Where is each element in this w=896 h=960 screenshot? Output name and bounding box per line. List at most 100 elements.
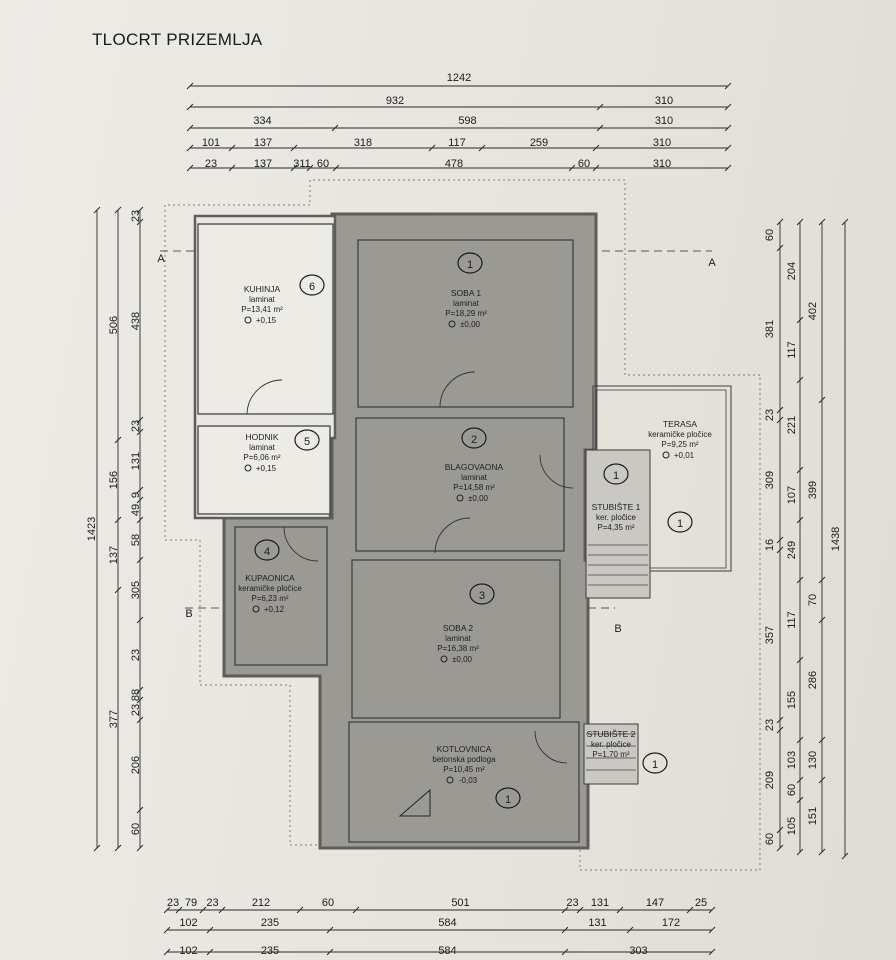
room-number-circle <box>603 463 629 485</box>
top-dim-row5-label: 478 <box>445 158 463 170</box>
right-dim-col3-tick <box>818 616 826 624</box>
boiler-stair <box>398 788 431 817</box>
left-dim-inner-label: 88 <box>130 689 142 701</box>
room-number: 2 <box>471 434 477 446</box>
top-dim-row4-tick <box>186 144 194 152</box>
top-dim-row5-tick <box>332 164 340 172</box>
room-name: STUBIŠTE 1 <box>592 502 641 512</box>
section-a-right: A <box>708 257 716 269</box>
room-name: KOTLOVNICA <box>437 744 492 754</box>
door-swing <box>439 371 476 408</box>
right-dim-col4-tick <box>841 218 849 226</box>
left-dim-inner-label: 23 <box>130 420 142 432</box>
top-dim-row2-tick <box>596 103 604 111</box>
room-number: 1 <box>613 470 619 482</box>
top-dim-row4-tick <box>724 144 732 152</box>
room-level: +0,12 <box>264 605 285 614</box>
room-number-circle <box>667 511 693 533</box>
room-level: +0,15 <box>256 464 277 473</box>
room-number-circle <box>299 274 325 296</box>
left-dim-mid-tick <box>114 516 122 524</box>
right-dim-col3-label: 402 <box>807 302 819 320</box>
right-dim-col1-tick <box>776 406 784 414</box>
top-dim-row5-tick <box>228 164 236 172</box>
hallway-room <box>197 425 331 515</box>
top-dim-row2-tick <box>724 103 732 111</box>
section-a-left: A <box>157 253 165 265</box>
right-dim-col1-tick <box>776 536 784 544</box>
top-dim-row4-label: 310 <box>653 137 671 149</box>
room-number: 3 <box>479 590 485 602</box>
right-dim-col2-label: 117 <box>786 611 798 629</box>
page-title: TLOCRT PRIZEMLJA <box>92 30 263 49</box>
right-dim-col2-tick <box>796 516 804 524</box>
top-dim-row3-tick <box>186 124 194 132</box>
right-dim-col3-label: 286 <box>807 671 819 689</box>
bottom-dim-row1-label: 23 <box>206 897 218 909</box>
bathroom-outline <box>234 526 328 666</box>
bottom-dim-row1-label: 25 <box>695 897 707 909</box>
bottom-dim-row1-tick <box>616 906 624 914</box>
right-dim-col1-label: 23 <box>764 409 776 421</box>
top-dim-row3-tick <box>331 124 339 132</box>
right-dim-col3-tick <box>818 396 826 404</box>
right-dim-col1-tick <box>776 546 784 554</box>
right-dim-col2-label: 60 <box>786 784 798 796</box>
bottom-dim-row1-label: 131 <box>591 897 609 909</box>
top-dim-row5-tick <box>306 164 314 172</box>
right-dim-col1-label: 209 <box>764 771 776 789</box>
room-number-circle <box>457 252 483 274</box>
top-dim-row5-tick <box>592 164 600 172</box>
left-dim-inner-tick <box>136 486 144 494</box>
top-dim-row1-tick <box>186 82 194 90</box>
left-dim-inner-tick <box>136 616 144 624</box>
top-dim-row3-tick <box>724 124 732 132</box>
top-dim-row4-label: 117 <box>448 137 466 149</box>
level-marker-icon <box>448 320 456 328</box>
right-dim-col1-tick <box>776 844 784 852</box>
bottom-dim-row3-label: 584 <box>438 945 456 957</box>
right-dim-col1-tick <box>776 726 784 734</box>
bottom-dim-row2-label: 235 <box>261 917 279 929</box>
room-floor: laminat <box>445 634 472 643</box>
top-dim-row1-tick <box>724 82 732 90</box>
room-number-circle <box>495 787 521 809</box>
room-number-circle <box>642 752 668 774</box>
bottom-dim-row2-tick <box>626 926 634 934</box>
room-floor: ker. pločice <box>591 740 632 749</box>
right-dim-col3-tick <box>818 776 826 784</box>
right-dim-col2-tick <box>796 796 804 804</box>
right-dim-col2-label: 221 <box>786 416 798 434</box>
right-dim-col2-tick <box>796 376 804 384</box>
left-dim-inner-tick <box>136 686 144 694</box>
level-marker-icon <box>456 494 464 502</box>
room-number: 1 <box>505 794 511 806</box>
level-marker-icon <box>440 655 448 663</box>
bottom-dim-row1-tick <box>708 906 716 914</box>
bottom-dim-row2-label: 131 <box>588 917 606 929</box>
right-dim-col1-tick <box>776 716 784 724</box>
left-dim-inner-tick <box>136 806 144 814</box>
room-number: 4 <box>264 546 270 558</box>
room-level: +0,01 <box>674 451 695 460</box>
building-walls <box>193 212 732 850</box>
top-dim-row4-tick <box>478 144 486 152</box>
bottom-dim-row3-tick <box>708 948 716 956</box>
right-dim-col3-tick <box>818 848 826 856</box>
bottom-dim-row1-tick <box>296 906 304 914</box>
top-dim-row4-tick <box>290 144 298 152</box>
right-dim-col2-label: 103 <box>786 751 798 769</box>
room-level: ±0,00 <box>468 494 489 503</box>
top-dim-row1-label: 1242 <box>447 72 471 84</box>
right-dim-col2-label: 105 <box>786 817 798 835</box>
bottom-dim-row1-label: 23 <box>167 897 179 909</box>
right-dim-col2-tick <box>796 848 804 856</box>
room-level: +0,15 <box>256 316 277 325</box>
right-dim-col2-tick <box>796 316 804 324</box>
bottom-dim-row1-label: 60 <box>322 897 334 909</box>
left-dim-outer-label: 1423 <box>86 517 98 541</box>
